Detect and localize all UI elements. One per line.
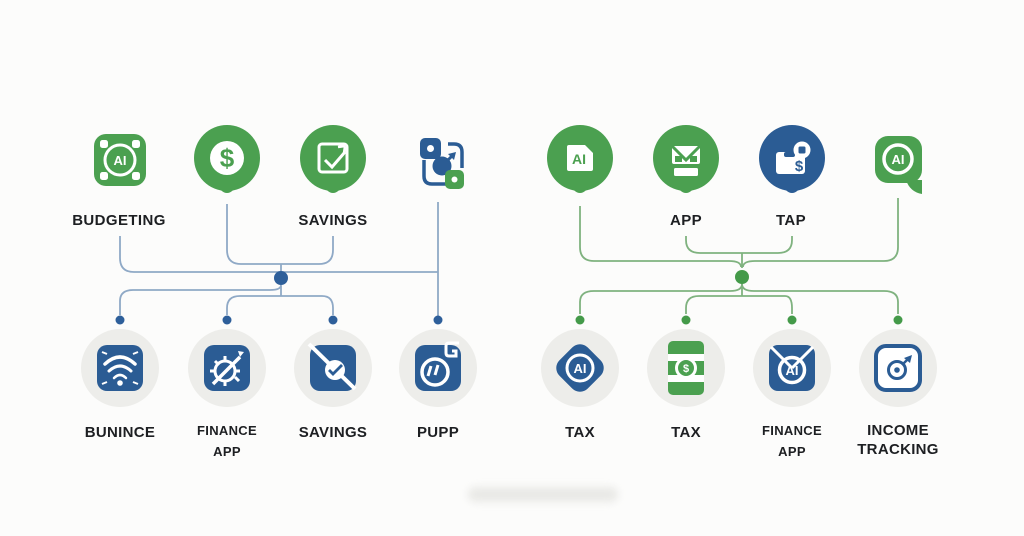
wifi-icon — [81, 329, 159, 407]
ai-bubble-text: AI — [892, 152, 905, 167]
label-tax-2: TAX — [671, 424, 701, 441]
label-budgeting: BUDGETING — [72, 212, 166, 229]
label-tax-1: TAX — [565, 424, 595, 441]
left-connector-dots — [115, 271, 443, 325]
label-pupp: PUPP — [416, 424, 460, 441]
label-finance-app-right: FINANCE APP — [762, 423, 822, 459]
left-connectors — [119, 202, 439, 317]
checkbox-pin-icon — [300, 125, 366, 193]
envelope-ai-text: AI — [786, 363, 799, 378]
diamond-ai-icon: AI — [541, 329, 619, 407]
ai-chip-text: AI — [114, 153, 127, 168]
wallet-pin-icon: $ — [759, 125, 825, 193]
envelope-ai-icon: AI — [753, 329, 831, 407]
ai-doc-text: AI — [572, 151, 586, 167]
label-savings-top: SAVINGS — [298, 212, 368, 229]
ai-document-pin-icon: AI — [547, 125, 613, 193]
ai-chip-icon: AI — [94, 134, 146, 186]
right-connector-dots — [575, 270, 903, 325]
banknote-dollar-text: $ — [683, 363, 689, 375]
transform-shapes-icon — [420, 138, 464, 189]
gear-pencil-icon — [188, 329, 266, 407]
label-app: APP — [669, 212, 703, 229]
wallet-dollar-text: $ — [795, 158, 804, 175]
watermark-smudge — [468, 487, 618, 502]
label-savings-bottom: SAVINGS — [298, 424, 368, 441]
mail-pin-icon — [653, 125, 719, 193]
dollar-pin-icon: $ — [194, 125, 260, 193]
slash-check-icon — [294, 329, 372, 407]
right-connectors — [579, 198, 899, 314]
gauge-icon — [399, 329, 477, 407]
target-icon — [859, 329, 937, 407]
banknote-icon: $ — [647, 329, 725, 407]
label-income-tracking: INCOME TRACKING — [857, 422, 939, 458]
label-bunince: BUNINCE — [84, 424, 156, 441]
ai-bubble-icon: AI — [875, 136, 922, 194]
diamond-ai-text: AI — [574, 361, 587, 376]
dollar-text: $ — [220, 143, 235, 173]
label-tap: TAP — [775, 212, 807, 229]
label-finance-app-left: FINANCE APP — [197, 423, 257, 459]
